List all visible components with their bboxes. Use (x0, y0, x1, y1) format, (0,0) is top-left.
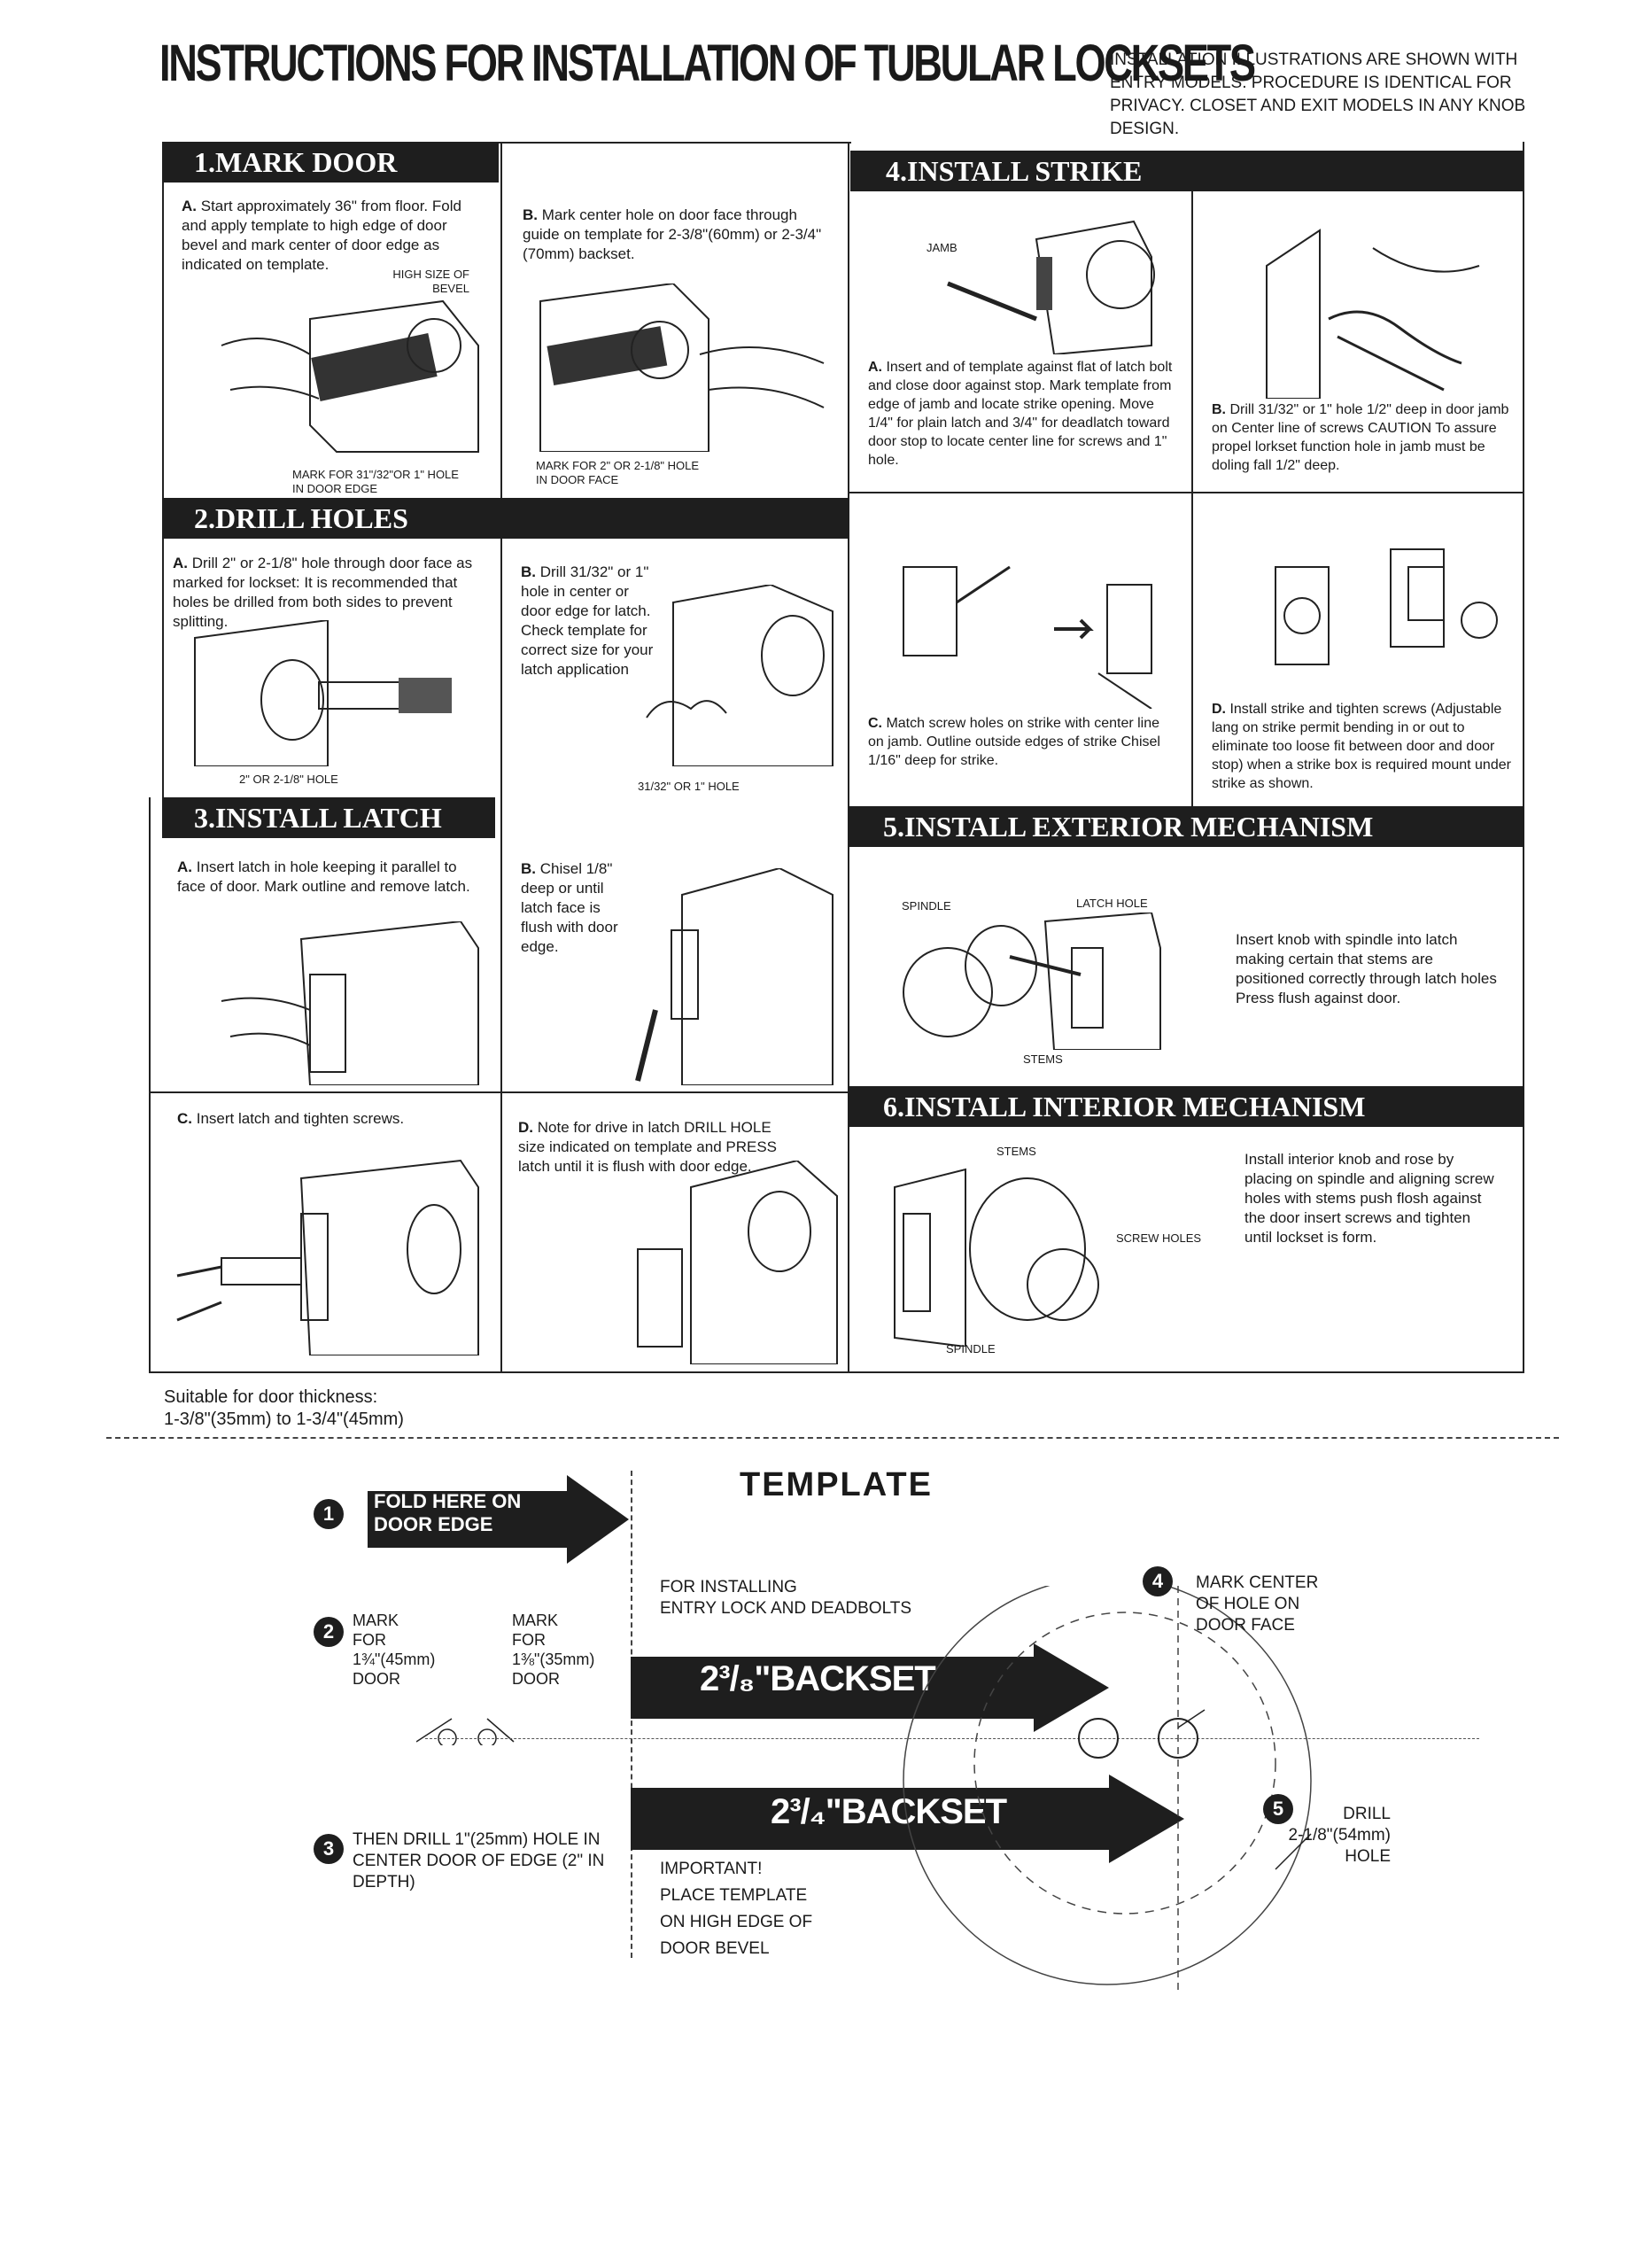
intro-note: INSTALLATION ILLUSTRATIONS ARE SHOWN WIT… (1110, 50, 1526, 138)
interior-knob-illustration (886, 1161, 1116, 1348)
grid-line (149, 1371, 1524, 1373)
center-line (425, 1738, 1479, 1739)
interior-mechanism-text: Install interior knob and rose by placin… (1244, 1151, 1494, 1246)
exterior-knob-illustration (877, 911, 1169, 1051)
section-header-install-latch: 3.INSTALL LATCH (162, 797, 495, 838)
important-note: IMPORTANT! PLACE TEMPLATE ON HIGH EDGE O… (660, 1860, 813, 1958)
drill-holes-step-a: A. Drill 2" or 2-1/8" hole through door … (173, 555, 473, 630)
stems-label-interior: STEMS (996, 1145, 1036, 1158)
step-5-badge: 5 (1263, 1794, 1293, 1824)
drill-edge-hole-caption: 31/32" OR 1" HOLE (638, 780, 740, 793)
mark-45mm-door-label: MARK FOR 1¾"(45mm) DOOR (353, 1612, 436, 1688)
latch-hole-label: LATCH HOLE (1076, 897, 1148, 910)
install-strike-step-d: D. Install strike and tighten screws (Ad… (1212, 702, 1511, 791)
latch-screws-illustration (168, 1143, 487, 1356)
mark-door-step-b: B. Mark center hole on door face through… (523, 206, 822, 262)
grid-line (149, 797, 151, 1373)
mark-door-edge-illustration (213, 292, 487, 461)
install-latch-step-d: D. Note for drive in latch DRILL HOLE si… (518, 1119, 778, 1175)
match-strike-illustration (877, 549, 1169, 710)
door-thickness-note: Suitable for door thickness: 1-3/8"(35mm… (164, 1387, 404, 1429)
install-latch-step-a: A. Insert latch in hole keeping it paral… (177, 858, 470, 895)
exterior-mechanism-text: Insert knob with spindle into latch maki… (1236, 931, 1497, 1006)
step-3-badge: 3 (314, 1834, 344, 1864)
grid-line (848, 492, 1524, 493)
section-header-mark-door: 1.MARK DOOR (162, 142, 499, 183)
spindle-label: SPINDLE (902, 899, 951, 913)
install-latch-step-c: C. Insert latch and tighten screws. (177, 1110, 405, 1127)
section-header-install-strike: 4.INSTALL STRIKE (850, 151, 1523, 191)
screw-holes-label: SCREW HOLES (1116, 1231, 1202, 1245)
section-header-install-interior: 6.INSTALL INTERIOR MECHANISM (848, 1086, 1524, 1127)
mark-door-face-caption: MARK FOR 2" OR 2-1/8" HOLE IN DOOR FACE (536, 459, 700, 486)
drill-edge-hole-illustration (638, 583, 837, 767)
backset-238-label: 2³/₈"BACKSET (700, 1659, 936, 1698)
cut-line (106, 1437, 1559, 1439)
mark-door-step-a: A. Start approximately 36" from floor. F… (182, 198, 461, 273)
grid-line (1523, 142, 1524, 1373)
latch-outline-illustration (213, 920, 487, 1086)
grid-line (848, 142, 849, 1373)
section-header-drill-holes: 2.DRILL HOLES (162, 498, 849, 539)
door-thickness-markers (415, 1692, 647, 1748)
mark-35mm-door-label: MARK FOR 1⅜"(35mm) DOOR (512, 1612, 595, 1688)
step-2-badge: 2 (314, 1617, 344, 1647)
drill-holes-step-b: B. Drill 31/32" or 1" hole in center or … (521, 563, 654, 678)
stems-label-exterior: STEMS (1023, 1052, 1063, 1066)
step-4-badge: 4 (1143, 1566, 1173, 1596)
page-title: INSTRUCTIONS FOR INSTALLATION OF TUBULAR… (159, 35, 1256, 92)
install-strike-step-c: C. Match screw holes on strike with cent… (868, 716, 1160, 768)
mark-door-face-illustration (531, 282, 833, 453)
spindle-label-interior: SPINDLE (946, 1342, 996, 1355)
drill-edge-instruction: THEN DRILL 1"(25mm) HOLE IN CENTER DOOR … (353, 1830, 605, 1891)
grid-line (162, 142, 851, 144)
drill-jamb-illustration (1249, 213, 1497, 400)
install-strike-step-b: B. Drill 31/32" or 1" hole 1/2" deep in … (1212, 402, 1509, 473)
drill-face-hole-caption: 2" OR 2-1/8" HOLE (239, 773, 338, 786)
strike-box-illustration (1240, 532, 1506, 691)
grid-line (500, 142, 502, 1373)
grid-line (1191, 186, 1193, 806)
backset-234-label: 2³/₄"BACKSET (771, 1792, 1007, 1831)
grid-line (162, 142, 164, 806)
section-header-install-exterior: 5.INSTALL EXTERIOR MECHANISM (848, 806, 1524, 847)
backset-238-arrow (631, 1643, 1113, 1732)
strike-template-illustration (930, 204, 1160, 356)
fold-arrow-label: FOLD HERE ON DOOR EDGE (374, 1490, 522, 1535)
fold-arrow (363, 1475, 633, 1564)
door-face-hole-guide (895, 1576, 1391, 1993)
template-title: TEMPLATE (740, 1466, 933, 1503)
grid-line (151, 1091, 850, 1093)
drill-face-hole-illustration (186, 618, 487, 767)
drive-in-latch-illustration (620, 1159, 841, 1365)
install-latch-step-b: B. Chisel 1/8" deep or until latch face … (521, 860, 618, 955)
step-1-badge: 1 (314, 1499, 344, 1529)
high-side-bevel-callout: HIGH SIZE OF BEVEL (392, 268, 469, 295)
install-strike-step-a: A. Insert and of template against flat o… (868, 360, 1173, 468)
jamb-label: JAMB (927, 241, 958, 254)
mark-center-instruction: MARK CENTER OF HOLE ON DOOR FACE (1196, 1573, 1319, 1635)
chisel-latch-illustration (629, 866, 837, 1086)
mark-door-edge-caption: MARK FOR 31"/32"OR 1" HOLE IN DOOR EDGE (292, 468, 459, 495)
for-installing-label: FOR INSTALLING ENTRY LOCK AND DEADBOLTS (660, 1578, 912, 1618)
drill-face-hole-instruction: DRILL 2-1/8"(54mm) HOLE (1288, 1805, 1392, 1866)
